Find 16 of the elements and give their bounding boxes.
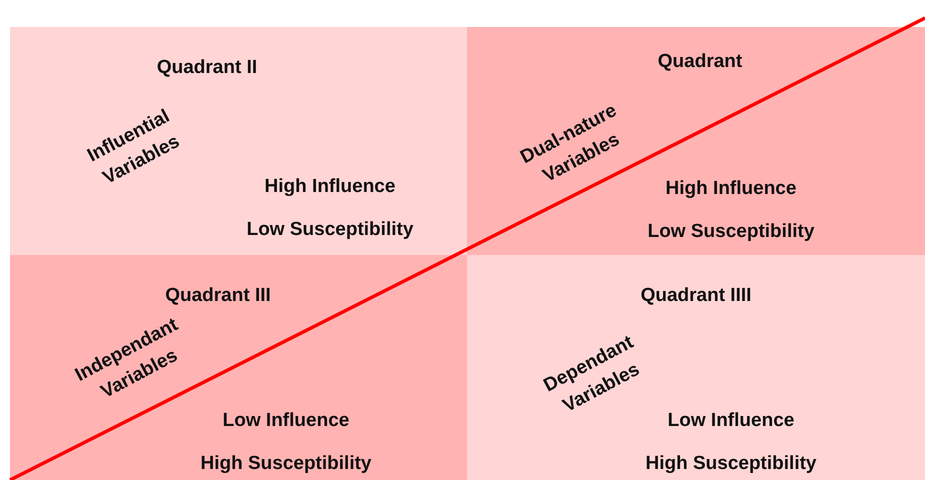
quadrant-title: Quadrant IIII: [640, 285, 752, 307]
susceptibility-label: High Susceptibility: [200, 453, 372, 475]
quadrant-panel: [10, 255, 467, 480]
susceptibility-label: High Susceptibility: [645, 453, 817, 475]
susceptibility-label: Low Susceptibility: [246, 219, 414, 241]
quadrant-panel: [467, 255, 925, 480]
quadrant-title: Quadrant III: [165, 285, 271, 307]
quadrant-panel: [10, 27, 467, 255]
influence-label: Low Influence: [668, 410, 794, 432]
influence-label: High Influence: [666, 178, 796, 200]
quadrant-panel: [467, 27, 925, 255]
influence-label: Low Influence: [222, 410, 350, 432]
quadrant-title: Quadrant II: [156, 57, 258, 79]
influence-label: High Influence: [264, 176, 396, 198]
susceptibility-label: Low Susceptibility: [648, 221, 814, 243]
quadrant-title: Quadrant: [658, 51, 742, 73]
